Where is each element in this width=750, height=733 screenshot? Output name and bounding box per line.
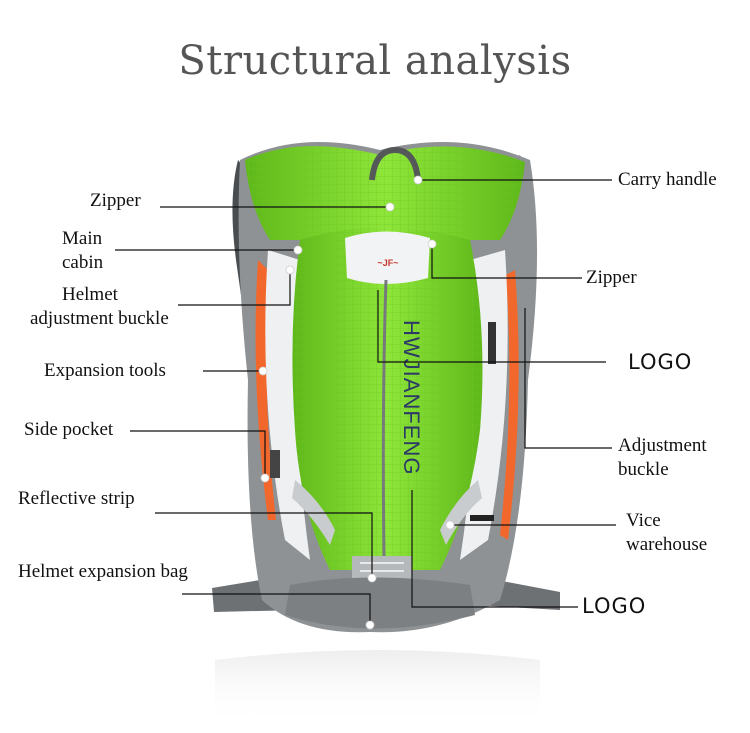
label-helmet-buckle-line1: Helmet	[62, 283, 118, 307]
label-reflective-strip: Reflective strip	[18, 487, 135, 511]
label-main-cabin-line1: Main	[62, 227, 102, 251]
label-side-pocket: Side pocket	[24, 418, 113, 442]
label-helmet-buckle-line2: adjustment buckle	[30, 307, 169, 331]
label-helmet-expansion-bag: Helmet expansion bag	[18, 560, 188, 584]
label-expansion-tools: Expansion tools	[44, 359, 166, 383]
label-logo-upper: LOGO	[628, 350, 692, 374]
label-zipper-top: Zipper	[90, 189, 141, 213]
label-adjustment-buckle-line1: Adjustment	[618, 434, 707, 458]
label-vice-warehouse-line2: warehouse	[626, 533, 707, 557]
label-carry-handle: Carry handle	[618, 168, 717, 192]
marker-dot	[386, 203, 394, 211]
label-logo-lower: LOGO	[582, 594, 646, 618]
label-vice-warehouse-line1: Vice	[626, 509, 661, 533]
label-adjustment-buckle-line2: buckle	[618, 458, 669, 482]
label-main-cabin-line2: cabin	[62, 251, 103, 275]
label-zipper-right: Zipper	[586, 266, 637, 290]
